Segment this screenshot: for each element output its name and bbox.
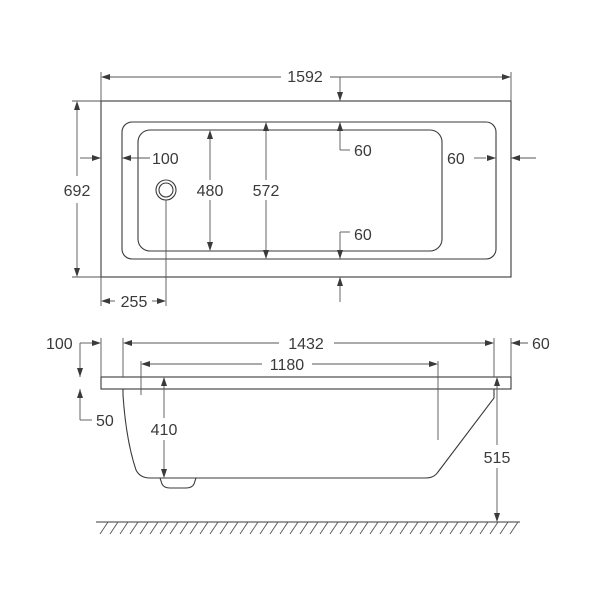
hatch-stroke [349,521,359,535]
dim-base-length: 1180 [140,357,439,440]
label-rim-right-side: 60 [532,336,550,353]
hatch-stroke [439,521,449,535]
hatch-stroke [269,521,279,535]
hatch-stroke [469,521,479,535]
waste-outlet-inner [158,182,174,198]
hatch-stroke [509,521,519,535]
label-overall-length: 1592 [287,69,323,86]
hatch-stroke [109,521,119,535]
inner-rim-outline [121,121,497,260]
hatch-stroke [479,521,489,535]
top-view: 1592 692 60 60 [64,69,536,311]
label-base-length: 1180 [270,357,305,374]
hatch-stroke [409,521,419,535]
hatch-stroke [129,521,139,535]
hatch-stroke [119,521,129,535]
label-overall-height: 515 [484,450,511,467]
hatch-stroke [99,521,109,535]
dim-overall-length: 1592 [100,69,512,101]
label-waste-offset: 100 [152,151,179,168]
dim-overall-height: 515 [484,377,511,522]
hatch-stroke [359,521,369,535]
hatch-stroke [189,521,199,535]
label-rim-right: 60 [447,151,465,168]
basin-outline [137,129,443,252]
dim-overall-width: 692 [64,100,101,278]
hatch-stroke [399,521,409,535]
hatch-stroke [169,521,179,535]
hatch-stroke [179,521,189,535]
hatch-stroke [229,521,239,535]
dim-waste-from-end: 255 [100,200,167,311]
ground-hatch [99,521,519,535]
hatch-stroke [249,521,259,535]
hatch-stroke [319,521,329,535]
hatch-stroke [309,521,319,535]
hatch-stroke [259,521,269,535]
label-rim-inner-width: 572 [253,183,280,200]
dim-rim-top: 60 [337,122,372,160]
hatch-stroke [299,521,309,535]
hatch-stroke [369,521,379,535]
hatch-stroke [289,521,299,535]
label-rim-bottom: 60 [354,227,372,244]
dim-rim-bottom: 60 [337,227,372,302]
label-inner-width: 480 [197,183,224,200]
dim-depth: 410 [151,377,178,478]
dim-rim-right-side: 60 [510,336,550,377]
label-rim-top: 60 [354,143,372,160]
label-depth: 410 [151,422,178,439]
hatch-stroke [329,521,339,535]
side-view: 100 1432 60 118 [46,336,550,535]
hatch-stroke [209,521,219,535]
hatch-stroke [449,521,459,535]
hatch-stroke [219,521,229,535]
hatch-stroke [159,521,169,535]
hatch-stroke [199,521,209,535]
hatch-stroke [149,521,159,535]
hatch-stroke [459,521,469,535]
dim-deck-thickness: 50 [77,389,114,430]
hatch-stroke [279,521,289,535]
waste-trap [159,477,197,489]
hatch-stroke [239,521,249,535]
label-bath-length: 1432 [288,336,324,353]
label-rim-left: 100 [46,336,73,353]
dim-rim-inner-width: 572 [253,122,280,259]
outer-rim-outline [100,100,512,278]
hatch-stroke [339,521,349,535]
dim-waste-offset: 100 [80,151,179,168]
hatch-stroke [429,521,439,535]
dim-rim-left: 100 [46,336,102,377]
hatch-stroke [499,521,509,535]
hatch-stroke [489,521,499,535]
label-deck-thickness: 50 [96,413,114,430]
hatch-stroke [139,521,149,535]
dim-bath-length: 1432 [122,336,495,377]
label-overall-width: 692 [64,183,91,200]
tub-body-outline [122,389,495,479]
dim-rim-right: 60 [447,151,536,168]
hatch-stroke [379,521,389,535]
hatch-stroke [419,521,429,535]
deck-outline [100,376,512,390]
label-waste-from-end: 255 [121,294,148,311]
hatch-stroke [389,521,399,535]
dim-inner-width: 480 [197,130,224,251]
